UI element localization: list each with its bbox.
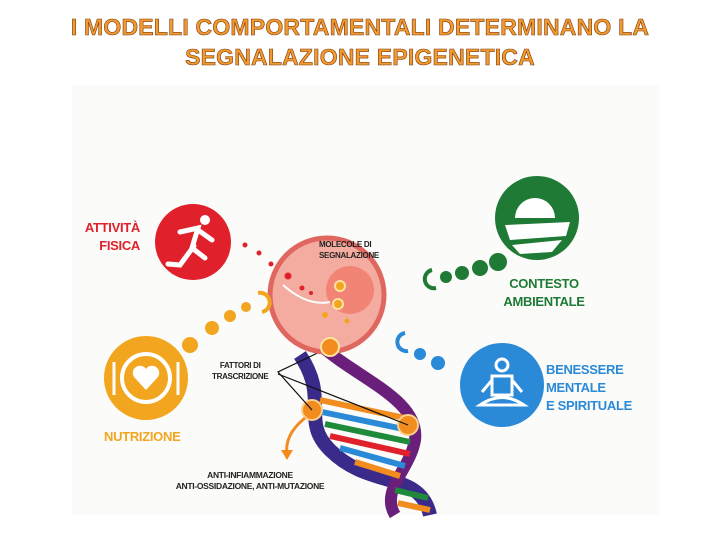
label-line: TRASCRIZIONE bbox=[212, 372, 269, 381]
label-line: ANTI-INFIAMMAZIONE bbox=[207, 470, 293, 480]
label-line: MOLECOLE DI bbox=[319, 240, 372, 249]
label-line: MENTALE bbox=[546, 380, 606, 395]
label-contesto-ambientale: CONTESTO AMBIENTALE bbox=[498, 275, 590, 311]
label-line: ATTIVITÀ bbox=[84, 220, 140, 235]
label-line: E SPIRITUALE bbox=[546, 398, 632, 413]
label-line: FATTORI DI bbox=[219, 361, 261, 370]
cell-icon bbox=[267, 235, 387, 357]
label-line: ANTI-OSSIDAZIONE, ANTI-MUTAZIONE bbox=[175, 481, 325, 491]
slide-title-line2: SEGNALAZIONE EPIGENETICA bbox=[185, 44, 535, 71]
runner-icon bbox=[155, 204, 231, 280]
slide-title-line1: I MODELLI COMPORTAMENTALI DETERMINANO LA bbox=[70, 14, 650, 41]
arrow-icon bbox=[285, 416, 306, 456]
label-benessere: BENESSERE MENTALE E SPIRITUALE bbox=[546, 361, 632, 415]
label-nutrizione: NUTRIZIONE bbox=[104, 429, 181, 444]
label-molecole: MOLECOLE DI SEGNALAZIONE bbox=[319, 239, 379, 261]
label-effetti: ANTI-INFIAMMAZIONE ANTI-OSSIDAZIONE, ANT… bbox=[160, 470, 340, 492]
meditation-icon bbox=[460, 343, 544, 427]
dna-helix-icon bbox=[294, 340, 437, 519]
label-line: FISICA bbox=[99, 238, 140, 253]
label-attivita-fisica: ATTIVITÀ FISICA bbox=[78, 219, 140, 255]
sun-field-icon bbox=[495, 176, 579, 260]
label-fattori: FATTORI DI TRASCRIZIONE bbox=[212, 360, 269, 382]
label-line: AMBIENTALE bbox=[503, 294, 585, 309]
label-line: BENESSERE bbox=[546, 362, 624, 377]
label-line: SEGNALAZIONE bbox=[319, 251, 379, 260]
plate-heart-icon bbox=[104, 336, 188, 420]
label-line: CONTESTO bbox=[509, 276, 579, 291]
